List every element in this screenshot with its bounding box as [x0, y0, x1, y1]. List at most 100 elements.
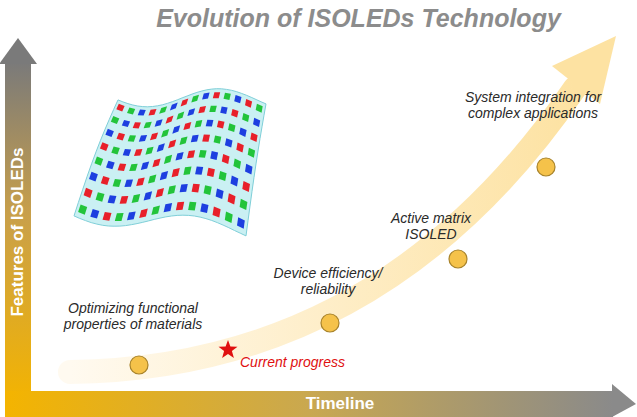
pixel	[237, 217, 245, 229]
pixel	[116, 104, 124, 112]
pixel	[172, 168, 180, 177]
pixel	[120, 196, 129, 204]
pixel	[191, 135, 199, 143]
pixel	[138, 110, 146, 116]
pixel	[141, 162, 149, 170]
pixel	[209, 106, 217, 112]
milestone-label: System integration for complex applicati…	[443, 89, 623, 121]
pixel	[123, 149, 131, 156]
pixel	[231, 109, 238, 118]
pixel	[217, 121, 225, 129]
pixel	[108, 195, 117, 203]
pixel	[149, 109, 157, 115]
display-sheet	[74, 89, 266, 236]
y-axis-bar	[5, 62, 31, 404]
pixel	[129, 164, 138, 171]
pixel	[183, 122, 191, 130]
axis-label: Timeline	[306, 394, 375, 414]
pixel	[183, 167, 191, 175]
diagram-title: Evolution of ISOLEDs Technology	[0, 4, 637, 33]
pixel	[248, 148, 255, 158]
milestone-dot	[537, 158, 555, 176]
pixel	[242, 181, 250, 192]
pixel	[168, 185, 176, 194]
milestone-label: Device efficiency/ reliability	[272, 265, 384, 297]
pixel	[245, 99, 252, 108]
pixel	[219, 171, 227, 181]
milestone-label: Active matrix ISOLED	[379, 210, 484, 242]
pixel	[134, 149, 142, 156]
pixel	[127, 108, 135, 115]
pixel	[152, 158, 160, 167]
pixel	[166, 116, 174, 124]
milestone-label: Optimizing functional properties of mate…	[58, 300, 208, 332]
y-axis-arrowhead	[0, 38, 37, 64]
pixel	[144, 191, 153, 200]
pixel	[111, 116, 120, 124]
axis-label: Features of ISOLEDs	[8, 147, 28, 316]
pixel	[199, 150, 207, 158]
pixel	[148, 174, 156, 183]
pixel	[198, 106, 206, 113]
pixel	[168, 140, 176, 149]
pixel	[170, 103, 178, 111]
pixel	[225, 212, 233, 224]
pixel	[233, 159, 241, 169]
pixel	[188, 202, 196, 211]
pixel	[128, 135, 136, 142]
pixel	[210, 151, 218, 160]
pixel	[113, 179, 122, 187]
pixel	[172, 125, 180, 134]
pixel	[150, 133, 158, 141]
pixel	[96, 192, 105, 201]
pixel	[164, 203, 173, 212]
pixel	[187, 108, 195, 116]
pixel	[207, 168, 215, 177]
pixel	[145, 147, 153, 155]
pixel	[180, 184, 188, 192]
milestone-dot	[321, 314, 339, 332]
pixel	[213, 92, 220, 98]
pixel	[180, 137, 188, 145]
pixel	[160, 171, 168, 180]
pixel	[157, 143, 165, 152]
pixel	[78, 204, 87, 214]
pixel	[224, 93, 231, 100]
pixel	[240, 199, 248, 210]
pixel	[220, 106, 227, 114]
pixel	[216, 189, 224, 200]
current-star	[219, 340, 238, 358]
pixel	[191, 95, 199, 103]
flexible-display	[74, 89, 266, 236]
pixel	[242, 113, 249, 122]
pixel	[239, 127, 246, 136]
pixel	[176, 152, 184, 161]
pixel	[245, 164, 253, 175]
pixel	[124, 179, 133, 187]
pixel	[200, 203, 208, 213]
status-label: Current progress	[240, 354, 345, 370]
pixel	[117, 133, 126, 141]
pixel	[256, 104, 263, 113]
pixel	[236, 143, 244, 153]
pixel	[144, 122, 152, 129]
pixel	[177, 112, 185, 120]
pixel	[132, 194, 141, 203]
pixel	[159, 106, 167, 113]
pixel	[176, 202, 184, 211]
pixel	[139, 209, 148, 219]
pixel	[213, 207, 221, 218]
pixel	[122, 120, 130, 127]
pixel	[89, 172, 98, 182]
pixel	[231, 176, 239, 187]
pixel	[161, 129, 169, 137]
pixel	[234, 95, 241, 103]
pixel	[228, 123, 236, 132]
x-axis-arrowhead	[612, 384, 636, 417]
pixel	[181, 98, 189, 106]
pixel	[118, 164, 127, 172]
pixel	[103, 212, 112, 221]
pixel	[164, 155, 172, 164]
milestone-dot	[130, 356, 148, 374]
pixel	[202, 135, 210, 142]
